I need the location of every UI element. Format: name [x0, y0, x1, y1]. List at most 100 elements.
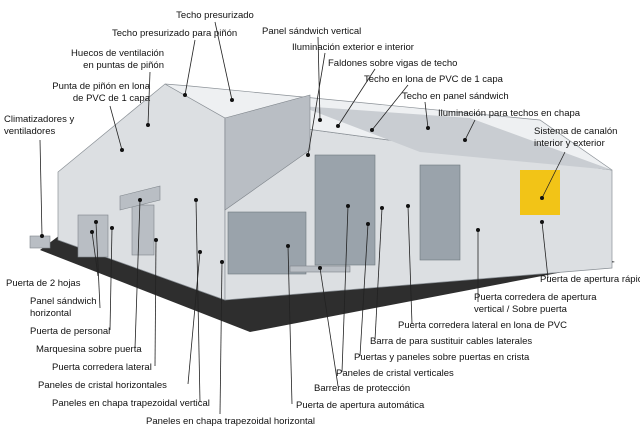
leader-line	[195, 199, 201, 403]
label-puertas-paneles-cristal: Puertas y paneles sobre puertas en crist…	[354, 352, 530, 363]
leader-dot	[346, 204, 350, 208]
label-huecos-line2: en puntas de piñón	[83, 59, 164, 71]
leader-dot	[336, 124, 340, 128]
leader-dot	[406, 204, 410, 208]
label-puerta-personal: Puerta de personal	[30, 326, 111, 337]
leader-dot	[426, 126, 430, 130]
leader-line	[214, 21, 233, 101]
leader-line	[407, 205, 413, 325]
label-huecos-ventilacion: Huecos de ventilación en puntas de piñón	[52, 48, 164, 71]
label-iluminacion-exterior: Iluminación exterior e interior	[292, 42, 414, 53]
label-punta-line2: de PVC de 1 capa	[72, 92, 150, 104]
label-puerta-2-hojas: Puerta de 2 hojas	[6, 278, 81, 289]
leader-dot	[306, 153, 310, 157]
leader-dot	[540, 220, 544, 224]
label-barra-cables: Barra de para sustituir cables laterales	[370, 336, 533, 347]
leader-line	[187, 251, 201, 385]
leader-line	[341, 205, 349, 373]
leader-dot	[370, 128, 374, 132]
label-punta-line1: Punta de piñón en lona	[52, 81, 150, 92]
label-paneles-chapa-vertical: Paneles en chapa trapezoidal vertical	[52, 398, 210, 409]
leader-dot	[110, 226, 114, 230]
leader-dot	[230, 98, 234, 102]
leader-dot	[138, 198, 142, 202]
label-panel-sandwich-vertical: Panel sándwich vertical	[262, 26, 362, 37]
rapid-door	[520, 170, 560, 215]
label-huecos-line1: Huecos de ventilación	[71, 48, 164, 59]
leader-dot	[318, 118, 322, 122]
label-psh-line2: horizontal	[30, 307, 72, 319]
label-canalon-line1: Sistema de canalón	[534, 126, 618, 137]
label-punta-pinon: Punta de piñón en lona de PVC de 1 capa	[20, 81, 150, 104]
leader-line	[374, 207, 383, 341]
leader-line	[337, 68, 376, 127]
door-two-leaf	[77, 214, 109, 258]
leader-line	[287, 245, 293, 405]
label-paneles-chapa-horizontal: Paneles en chapa trapezoidal horizontal	[146, 416, 316, 427]
leader-dot	[318, 266, 322, 270]
label-techo-presurizado-pinon: Techo presurizado para piñón	[112, 28, 238, 39]
leader-line	[95, 221, 101, 309]
leader-line	[219, 261, 223, 415]
glass-panels	[314, 154, 376, 266]
front-gable-panel	[224, 94, 311, 211]
leader-dot	[366, 222, 370, 226]
label-puerta-corredera-lateral: Puerta corredera lateral	[52, 362, 152, 373]
label-techo-lona: Techo en lona de PVC de 1 capa	[364, 74, 503, 85]
leader-line	[154, 239, 157, 367]
label-clim-line2: ventiladores	[4, 125, 56, 137]
label-marquesina: Marquesina sobre puerta	[36, 344, 142, 355]
leader-dot	[380, 206, 384, 210]
leader-dot	[476, 228, 480, 232]
automatic-door	[227, 211, 307, 275]
leader-dot	[154, 238, 158, 242]
leader-line	[91, 231, 99, 277]
leader-line	[317, 36, 321, 121]
leader-dot	[94, 220, 98, 224]
label-pcv-line2: vertical / Sobre puerta	[474, 303, 567, 315]
label-canalon-line2: interior y exterior	[534, 137, 605, 149]
leader-line	[184, 39, 196, 96]
leader-line	[541, 151, 566, 199]
personnel-door	[131, 204, 155, 256]
leader-line	[359, 223, 369, 357]
leader-dot	[198, 250, 202, 254]
leader-dot	[463, 138, 467, 142]
leader-line	[109, 105, 123, 151]
leader-line	[371, 84, 409, 131]
label-barreras-proteccion: Barreras de protección	[314, 383, 411, 394]
label-puerta-apertura-automatica: Puerta de apertura automática	[296, 400, 425, 411]
leader-line	[319, 267, 339, 387]
label-paneles-cristal-horizontales: Paneles de cristal horizontales	[38, 380, 167, 391]
label-puerta-corredera-lona: Puerta corredera lateral en lona de PVC	[398, 320, 567, 331]
label-iluminacion-chapa: Iluminación para techos en chapa	[438, 108, 581, 119]
leader-dot	[40, 234, 44, 238]
label-techo-panel: Techo en panel sándwich	[402, 91, 509, 102]
leader-line	[39, 139, 43, 237]
climatizer-unit	[29, 235, 51, 249]
leader-dot	[183, 93, 187, 97]
open-bay-left	[419, 164, 461, 261]
label-techo-presurizado: Techo presurizado	[176, 10, 254, 21]
leader-dot	[90, 230, 94, 234]
leader-line	[147, 71, 151, 126]
leader-lines	[39, 21, 566, 415]
leader-dot	[194, 198, 198, 202]
label-pcv-line1: Puerta corredera de apertura	[474, 292, 597, 303]
label-faldones: Faldones sobre vigas de techo	[328, 58, 458, 69]
label-clim-line1: Climatizadores y	[4, 114, 75, 125]
label-panel-sandwich-horizontal: Panel sándwich horizontal	[30, 296, 97, 319]
label-psh-line1: Panel sándwich	[30, 296, 97, 307]
label-climatizadores: Climatizadores y ventiladores	[4, 114, 74, 137]
leader-line	[424, 101, 429, 129]
leader-line	[541, 221, 549, 279]
leader-line	[464, 119, 476, 141]
label-paneles-cristal-verticales: Paneles de cristal verticales	[336, 368, 454, 379]
leader-dot	[540, 196, 544, 200]
leader-dot	[120, 148, 124, 152]
leader-dot	[286, 244, 290, 248]
leader-line	[109, 227, 113, 331]
leader-dot	[220, 260, 224, 264]
label-puerta-apertura-rapida: Puerta de apertura rápida	[540, 274, 640, 285]
